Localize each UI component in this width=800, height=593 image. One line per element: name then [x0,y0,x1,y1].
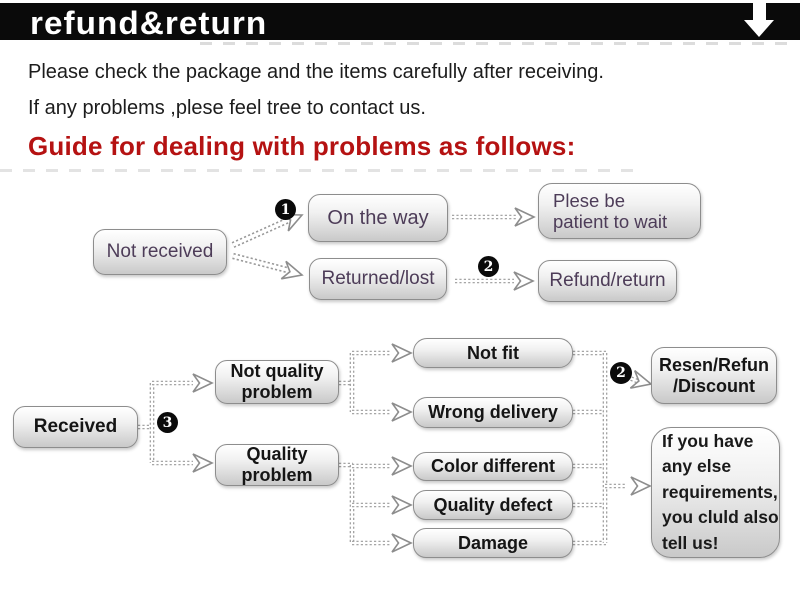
flow-box-quality-problem: Quality problem [215,444,339,486]
step-badge-3: 3 [157,412,178,433]
banner-title: refund&return [30,5,268,41]
flow-box-patient-wait: Plese be patient to wait [538,183,701,239]
flow-box-received: Received [13,406,138,448]
flow-box-on-the-way: On the way [308,194,448,242]
flow-box-label: /Discount [672,375,755,396]
flow-box-label: Quality [246,444,308,465]
flow-box-other-requirements: If you have any else requirements, you c… [651,427,780,558]
intro-line-1: Please check the package and the items c… [28,61,604,83]
down-arrow-stem [753,3,766,21]
flow-box-returned-lost: Returned/lost [309,258,447,300]
flow-box-label: tell us! [662,532,719,553]
flow-box-refund-return: Refund/return [538,260,677,302]
flow-box-not-received: Not received [93,229,227,275]
step-badge-2: 2 [478,256,499,277]
flow-box-label: requirements, [662,481,778,502]
divider-top [200,42,795,45]
step-badge-2b: 2 [610,362,632,384]
flow-box-label: Not fit [467,342,519,363]
flow-box-label: patient to wait [553,211,668,232]
down-arrow-head [744,20,774,37]
flow-box-not-fit: Not fit [413,338,573,368]
divider-guide [0,169,640,172]
flow-box-label: Damage [457,532,529,553]
flow-box-label: On the way [327,206,429,229]
flow-box-label: Quality defect [433,494,553,515]
banner: refund&return [0,3,800,41]
flow-box-label: problem [241,382,313,402]
flow-box-resend-refund-discount: Resen/Refun /Discount [651,347,777,404]
flow-box-label: Refund/return [549,270,666,292]
flow-box-label: you cluld also [662,507,779,528]
flow-box-label: Color different [431,456,555,477]
flow-box-label: any else [662,456,732,477]
flow-box-damage: Damage [413,528,573,558]
down-arrow-icon [744,0,774,40]
flow-box-label: Resen/Refun [658,354,770,375]
flow-box-label: Plese be [553,189,625,211]
flow-box-label: Not received [106,241,214,263]
flow-box-not-quality-problem: Not quality problem [215,360,339,404]
flow-box-label: Wrong delivery [428,402,558,423]
flow-box-color-different: Color different [413,452,573,481]
step-badge-1: 1 [275,199,296,220]
guide-heading: Guide for dealing with problems as follo… [28,131,576,161]
flow-box-label: Not quality [230,361,324,382]
flow-box-quality-defect: Quality defect [413,490,573,520]
flow-box-label: problem [241,465,313,485]
flow-box-label: If you have [662,431,754,452]
flow-box-wrong-delivery: Wrong delivery [413,397,573,428]
flow-box-label: Received [33,416,118,438]
flow-box-label: Returned/lost [321,268,435,290]
intro-line-2: If any problems ,plese feel tree to cont… [28,97,426,119]
